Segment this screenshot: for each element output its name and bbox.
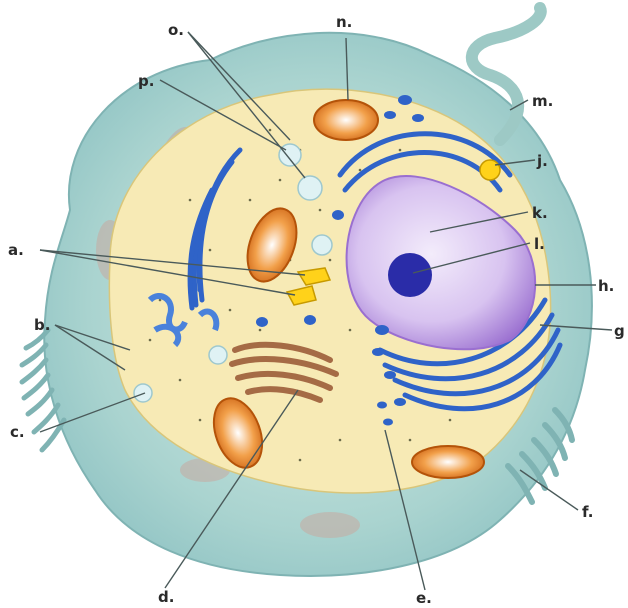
label-g: g [614,322,625,340]
label-b: b. [34,316,50,334]
label-e: e. [416,589,432,607]
label-l: l. [534,235,545,253]
label-o: o. [168,21,184,39]
label-m: m. [532,92,553,110]
nucleolus [388,253,432,297]
label-h: h. [598,277,614,295]
label-a: a. [8,241,24,259]
label-n: n. [336,13,352,31]
label-p: p. [138,72,154,90]
label-c: c. [10,423,25,441]
label-f: f. [582,503,593,521]
label-k: k. [532,204,548,222]
label-j: j. [536,152,548,170]
label-d: d. [158,588,174,606]
